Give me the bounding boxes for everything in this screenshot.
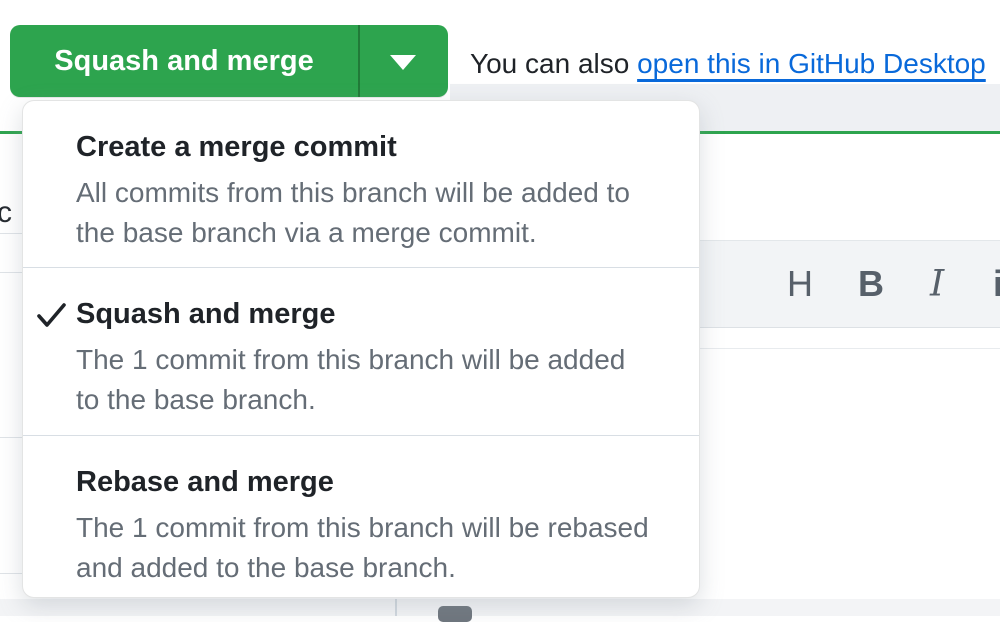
menu-item-rebase-and-merge[interactable]: Rebase and merge The 1 commit from this …: [23, 435, 699, 597]
background-divider: [0, 233, 40, 234]
menu-item-description: All commits from this branch will be add…: [76, 177, 630, 248]
merge-options-menu: Create a merge commit All commits from t…: [22, 100, 700, 598]
background-divider: [0, 272, 40, 273]
partial-text-fragment: c: [0, 196, 12, 229]
italic-icon[interactable]: I: [930, 263, 945, 305]
github-desktop-link[interactable]: open this in GitHub Desktop: [637, 48, 986, 79]
partial-toolbar-icon: i: [993, 263, 1000, 304]
check-icon: [37, 303, 66, 327]
bold-icon[interactable]: B: [858, 263, 884, 304]
caret-down-icon: [390, 55, 416, 70]
background-divider: [0, 437, 40, 438]
menu-item-create-merge-commit[interactable]: Create a merge commit All commits from t…: [23, 101, 699, 267]
menu-item-squash-and-merge[interactable]: Squash and merge The 1 commit from this …: [23, 267, 699, 435]
desktop-hint: You can also open this in GitHub Desktop: [470, 48, 986, 80]
background-divider: [600, 348, 1000, 349]
menu-item-description: The 1 commit from this branch will be ad…: [76, 344, 626, 415]
partial-button-fragment: [438, 606, 472, 622]
heading-icon[interactable]: H: [787, 263, 814, 304]
squash-and-merge-button[interactable]: Squash and merge: [54, 44, 314, 77]
merge-button-group: Squash and merge: [10, 25, 448, 97]
background-bottom-strip: [0, 599, 1000, 616]
background-vertical-divider: [395, 599, 397, 616]
menu-item-description: The 1 commit from this branch will be re…: [76, 512, 649, 583]
desktop-hint-text: You can also: [470, 48, 638, 79]
menu-item-title: Rebase and merge: [76, 466, 334, 498]
menu-item-title: Squash and merge: [76, 298, 336, 330]
menu-item-title: Create a merge commit: [76, 131, 397, 163]
button-segment-divider: [358, 25, 360, 97]
background-divider: [0, 573, 40, 574]
merge-options-dropdown-button[interactable]: [360, 25, 448, 97]
